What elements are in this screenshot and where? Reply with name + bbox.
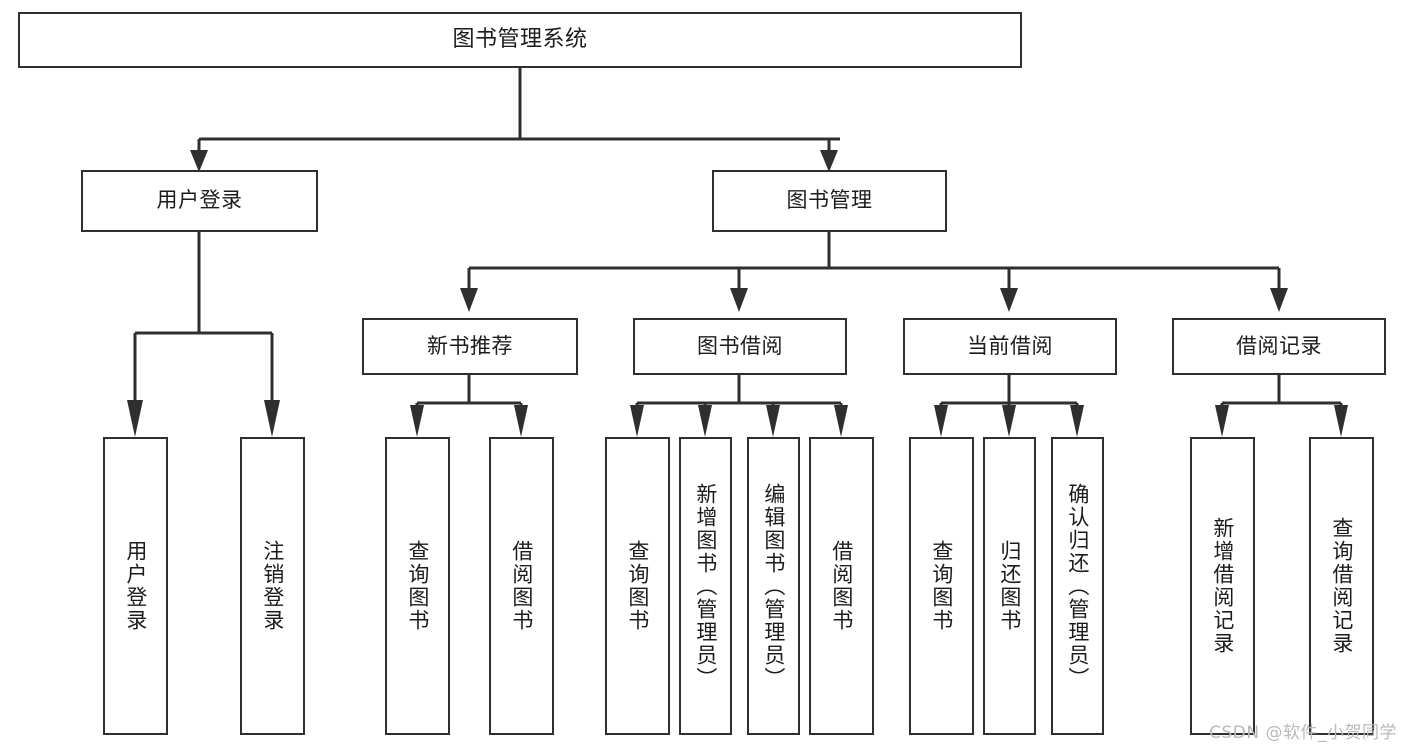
- node-book-management-label: 图书管理: [786, 188, 873, 213]
- node-leaf-query-book-3-label: 查询图书: [929, 540, 954, 632]
- node-book-borrow-label: 图书借阅: [697, 333, 783, 358]
- node-current-borrow[interactable]: 当前借阅: [903, 318, 1117, 375]
- node-new-book-recommend-label: 新书推荐: [427, 333, 513, 358]
- node-leaf-query-borrow-record-label: 查询借阅记录: [1329, 517, 1354, 655]
- node-leaf-borrow-book-2[interactable]: 借阅图书: [809, 437, 874, 735]
- node-leaf-add-book-admin-label: 新增图书（管理员）: [693, 482, 718, 690]
- node-root[interactable]: 图书管理系统: [18, 12, 1022, 68]
- node-leaf-return-book[interactable]: 归还图书: [983, 437, 1036, 735]
- node-leaf-add-borrow-record-label: 新增借阅记录: [1210, 517, 1235, 655]
- node-leaf-edit-book-admin-label: 编辑图书（管理员）: [761, 482, 786, 690]
- node-book-management[interactable]: 图书管理: [712, 170, 947, 232]
- node-leaf-confirm-return-admin[interactable]: 确认归还（管理员）: [1051, 437, 1104, 735]
- node-user-login[interactable]: 用户登录: [81, 170, 318, 232]
- node-user-login-label: 用户登录: [156, 188, 243, 213]
- node-leaf-edit-book-admin[interactable]: 编辑图书（管理员）: [747, 437, 800, 735]
- node-borrow-record[interactable]: 借阅记录: [1172, 318, 1386, 375]
- node-leaf-user-login[interactable]: 用户登录: [103, 437, 168, 735]
- node-leaf-add-book-admin[interactable]: 新增图书（管理员）: [679, 437, 732, 735]
- node-leaf-return-book-label: 归还图书: [997, 540, 1022, 632]
- node-borrow-record-label: 借阅记录: [1236, 333, 1322, 358]
- node-leaf-borrow-book-2-label: 借阅图书: [829, 540, 854, 632]
- node-root-label: 图书管理系统: [452, 26, 588, 52]
- node-leaf-borrow-book-1[interactable]: 借阅图书: [489, 437, 554, 735]
- arrowheads: [127, 150, 1348, 437]
- node-leaf-borrow-book-1-label: 借阅图书: [509, 540, 534, 632]
- node-leaf-query-book-1-label: 查询图书: [405, 540, 430, 632]
- node-leaf-query-book-3[interactable]: 查询图书: [909, 437, 974, 735]
- node-new-book-recommend[interactable]: 新书推荐: [362, 318, 578, 375]
- node-book-borrow[interactable]: 图书借阅: [633, 318, 847, 375]
- node-leaf-query-book-1[interactable]: 查询图书: [385, 437, 450, 735]
- node-leaf-query-borrow-record[interactable]: 查询借阅记录: [1309, 437, 1374, 735]
- node-current-borrow-label: 当前借阅: [967, 333, 1053, 358]
- node-leaf-logout-login-label: 注销登录: [260, 540, 285, 632]
- node-leaf-logout-login[interactable]: 注销登录: [240, 437, 305, 735]
- node-leaf-confirm-return-admin-label: 确认归还（管理员）: [1065, 482, 1090, 690]
- node-leaf-query-book-2-label: 查询图书: [625, 540, 650, 632]
- node-leaf-query-book-2[interactable]: 查询图书: [605, 437, 670, 735]
- node-leaf-add-borrow-record[interactable]: 新增借阅记录: [1190, 437, 1255, 735]
- node-leaf-user-login-label: 用户登录: [123, 540, 148, 632]
